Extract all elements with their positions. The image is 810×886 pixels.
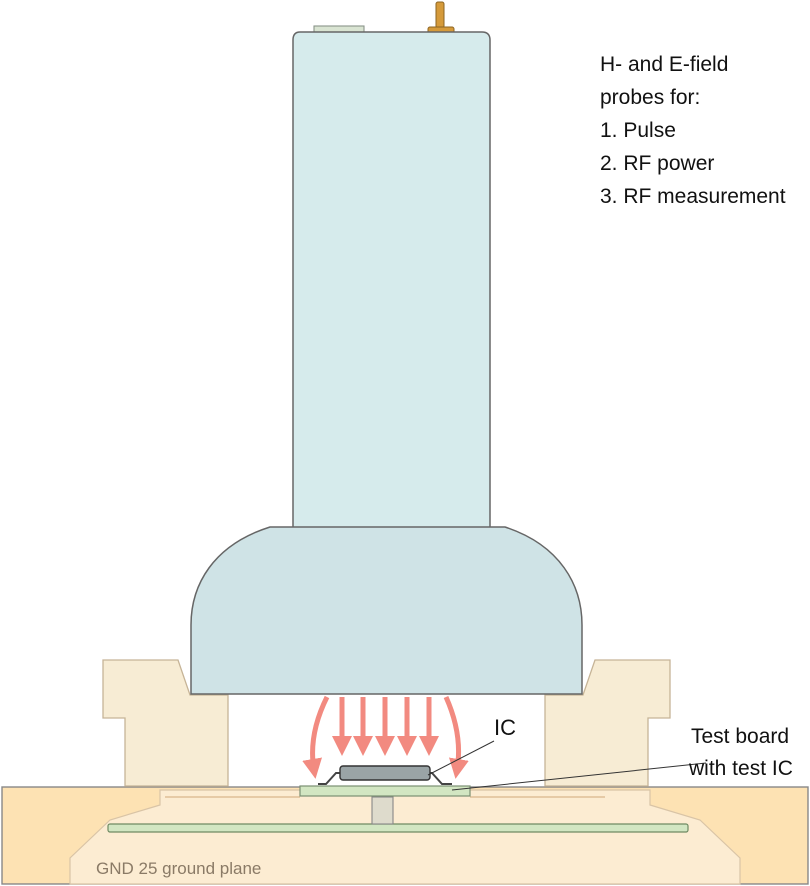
probe-description-line: 2. RF power: [600, 152, 715, 175]
probe-description-line: 1. Pulse: [600, 119, 676, 142]
ground-plane-label: GND 25 ground plane: [96, 859, 261, 878]
ground-plane-strip: [107, 823, 689, 833]
test-board-label-line1: Test board: [691, 725, 789, 748]
field-arrows: [302, 695, 469, 779]
probe-description-line: 3. RF measurement: [600, 185, 786, 208]
field-arrow-left-curved: [302, 695, 330, 779]
ic-body: [339, 765, 431, 781]
probe-body: [292, 31, 491, 531]
test-board: [299, 785, 471, 797]
probe-description-list: H- and E-field probes for: 1. Pulse 2. R…: [600, 48, 786, 213]
probe-head: [190, 526, 583, 695]
field-arrow-right-curved: [443, 695, 469, 779]
board-support-post: [371, 796, 394, 825]
fixture-block-left: [102, 659, 229, 787]
fixture-block-right: [544, 659, 671, 787]
ic-leader-line: [427, 740, 495, 776]
ic-label: IC: [494, 715, 516, 740]
sma-connector-icon: [427, 1, 455, 35]
test-board-label-line2: with test IC: [688, 757, 793, 780]
ground-plane-region: [69, 789, 741, 885]
probe-description-line: H- and E-field: [600, 53, 729, 76]
probe-description-line: probes for:: [600, 86, 701, 109]
test-board-leader-line: [451, 762, 707, 791]
